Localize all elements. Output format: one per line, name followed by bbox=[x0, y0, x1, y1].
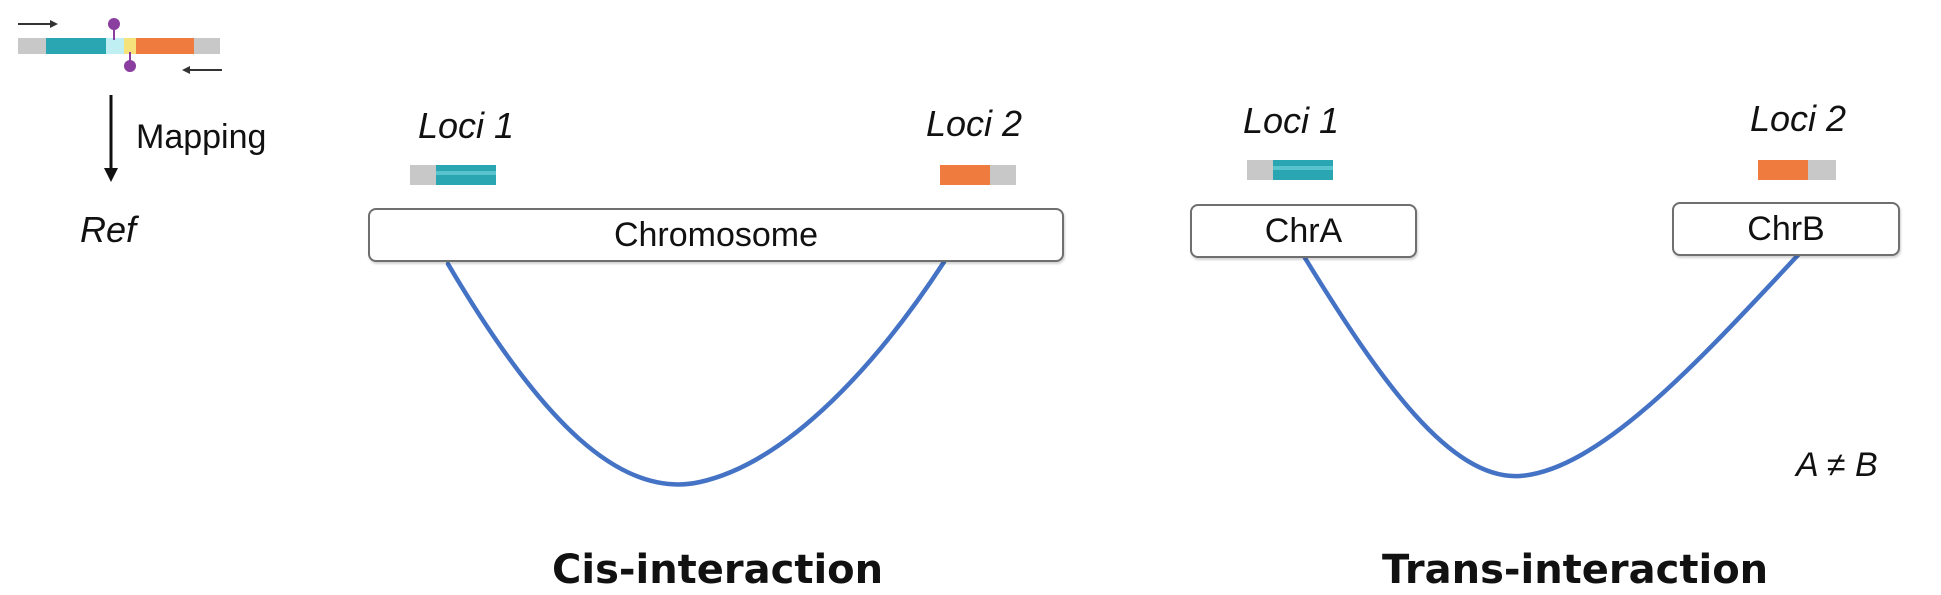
cis-locus2-label: Loci 2 bbox=[926, 103, 1023, 144]
mapping-label: Mapping bbox=[136, 118, 267, 156]
chrB-box: ChrB bbox=[1672, 202, 1900, 256]
cis-caption: Cis-interaction bbox=[552, 547, 884, 593]
chrA-label: ChrA bbox=[1264, 212, 1343, 250]
chromosome-box: Chromosome bbox=[368, 208, 1064, 262]
cis-locus1-label: Loci 1 bbox=[418, 105, 515, 146]
chrB-label: ChrB bbox=[1747, 210, 1825, 248]
chromosome-label: Chromosome bbox=[613, 216, 819, 254]
trans-interaction-arc bbox=[1302, 251, 1802, 479]
cis-interaction-arc bbox=[445, 259, 947, 487]
paired-read-icon bbox=[18, 18, 222, 74]
down-arrow-icon bbox=[104, 95, 118, 182]
trans-locus2-label: Loci 2 bbox=[1750, 98, 1847, 139]
trans-locus1-bar bbox=[1247, 160, 1333, 180]
cis-locus2-bar bbox=[940, 165, 1016, 185]
trans-caption: Trans-interaction bbox=[1382, 547, 1769, 593]
trans-locus2-bar bbox=[1758, 160, 1836, 180]
chrA-box: ChrA bbox=[1190, 204, 1417, 258]
cis-locus1-bar bbox=[410, 165, 496, 185]
inequality-label: A ≠ B bbox=[1796, 446, 1878, 484]
ref-label: Ref bbox=[80, 209, 137, 250]
trans-locus1-label: Loci 1 bbox=[1243, 100, 1340, 141]
